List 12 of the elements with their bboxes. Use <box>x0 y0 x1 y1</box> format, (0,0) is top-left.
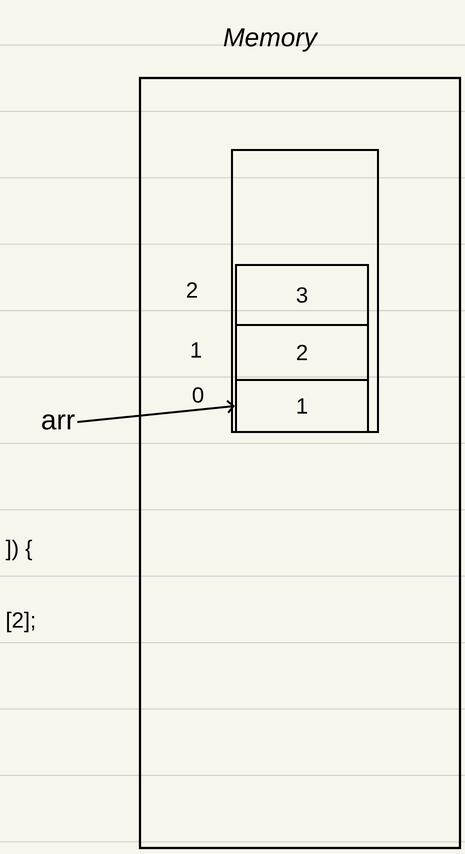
array-box <box>231 149 379 433</box>
array-cell: 1 <box>235 379 369 433</box>
index-number: 0 <box>192 387 204 403</box>
code-text: ]) { <box>6 540 32 560</box>
code-text: [2]; <box>7 612 34 632</box>
arrow <box>77 400 235 423</box>
index-number: 1 <box>192 342 202 358</box>
index-number: 2 <box>187 282 198 298</box>
variable-name: arr <box>42 414 75 430</box>
array-cell: 3 <box>235 264 369 326</box>
node-label: Memory <box>224 28 318 52</box>
array-cell: 2 <box>235 324 369 381</box>
